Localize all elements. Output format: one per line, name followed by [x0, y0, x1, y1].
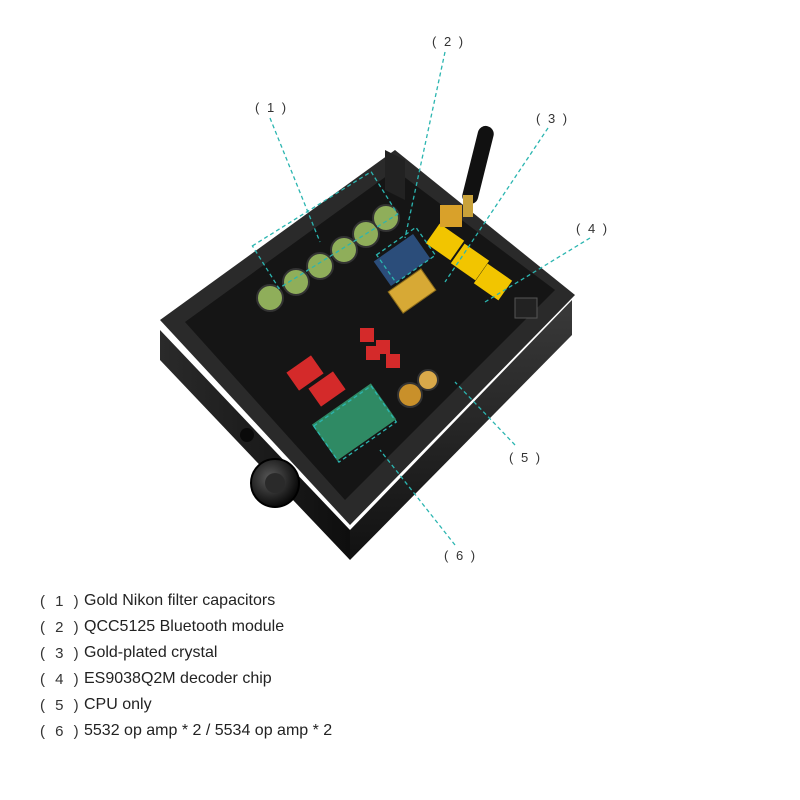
headphone-jack — [240, 428, 254, 442]
legend-item: ( 5 ) CPU only — [40, 692, 760, 718]
legend-item: ( 4 ) ES9038Q2M decoder chip — [40, 666, 760, 692]
legend-label: 5532 op amp * 2 / 5534 op amp * 2 — [84, 722, 333, 739]
callout-number-5: ( 5 ) — [509, 450, 543, 465]
legend-number: ( 1 ) — [40, 592, 82, 610]
legend-number: ( 3 ) — [40, 644, 82, 662]
legend-item: ( 3 ) Gold-plated crystal — [40, 640, 760, 666]
filter-capacitors — [256, 204, 400, 312]
optical-port — [514, 297, 538, 319]
callout-number-1: ( 1 ) — [255, 100, 289, 115]
legend-label: ES9038Q2M decoder chip — [84, 670, 272, 687]
gold-capacitor — [397, 382, 423, 408]
legend-item: ( 6 ) 5532 op amp * 2 / 5534 op amp * 2 — [40, 718, 760, 744]
legend-label: Gold-plated crystal — [84, 644, 218, 661]
rca-jacks — [425, 205, 513, 301]
legend-item: ( 1 ) Gold Nikon filter capacitors — [40, 588, 760, 614]
red-film-capacitors — [286, 328, 400, 407]
legend-number: ( 2 ) — [40, 618, 82, 636]
opamp-board — [311, 383, 397, 461]
legend-item: ( 2 ) QCC5125 Bluetooth module — [40, 614, 760, 640]
volume-knob-icon — [250, 458, 300, 508]
legend-label: Gold Nikon filter capacitors — [84, 592, 276, 609]
feature-legend: ( 1 ) Gold Nikon filter capacitors ( 2 )… — [40, 588, 760, 744]
legend-number: ( 6 ) — [40, 722, 82, 740]
legend-number: ( 5 ) — [40, 696, 82, 714]
bluetooth-module — [373, 233, 431, 287]
legend-label: CPU only — [84, 696, 152, 713]
callout-number-3: ( 3 ) — [536, 111, 570, 126]
callout-number-6: ( 6 ) — [444, 548, 478, 563]
callout-number-4: ( 4 ) — [576, 221, 610, 236]
callout-number-2: ( 2 ) — [432, 34, 466, 49]
gold-crystal — [387, 268, 437, 314]
antenna-icon — [462, 125, 494, 217]
callout-lines — [251, 51, 591, 546]
legend-label: QCC5125 Bluetooth module — [84, 618, 285, 635]
product-photo — [160, 51, 591, 560]
legend-number: ( 4 ) — [40, 670, 82, 688]
gold-capacitor — [417, 369, 439, 391]
